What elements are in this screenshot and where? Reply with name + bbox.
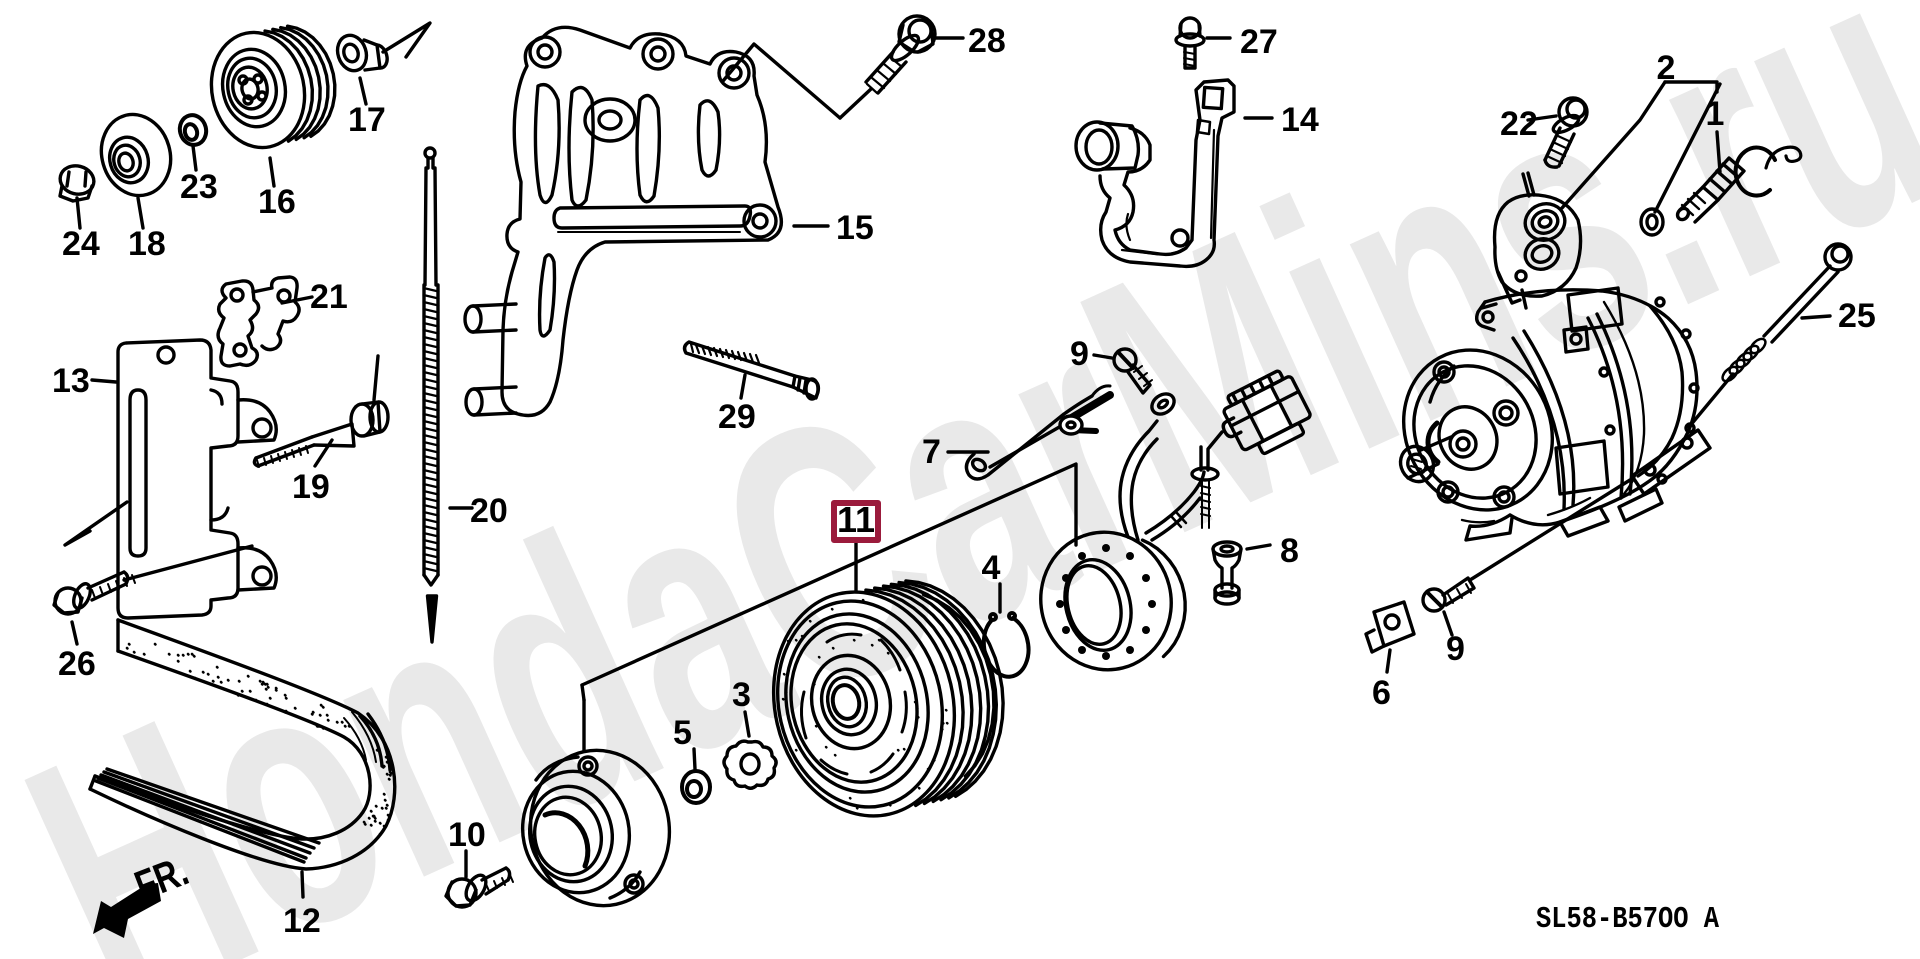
svg-text:15: 15 bbox=[836, 209, 874, 247]
svg-text:4: 4 bbox=[982, 549, 1001, 587]
svg-text:16: 16 bbox=[258, 183, 296, 221]
svg-text:19: 19 bbox=[292, 468, 330, 506]
svg-text:20: 20 bbox=[470, 492, 508, 530]
svg-text:26: 26 bbox=[58, 645, 96, 683]
svg-text:23: 23 bbox=[180, 168, 218, 206]
svg-text:1: 1 bbox=[1706, 95, 1725, 133]
svg-text:9: 9 bbox=[1446, 630, 1465, 668]
svg-text:17: 17 bbox=[348, 101, 386, 139]
svg-text:5: 5 bbox=[673, 714, 692, 752]
svg-text:9: 9 bbox=[1070, 335, 1089, 373]
svg-text:SL58-B57OO A: SL58-B57OO A bbox=[1536, 902, 1719, 937]
svg-text:14: 14 bbox=[1281, 101, 1319, 139]
svg-text:10: 10 bbox=[448, 816, 486, 854]
svg-text:8: 8 bbox=[1280, 532, 1299, 570]
svg-text:12: 12 bbox=[283, 902, 321, 940]
svg-text:28: 28 bbox=[968, 22, 1006, 60]
svg-text:11: 11 bbox=[837, 499, 875, 540]
svg-text:27: 27 bbox=[1240, 23, 1278, 61]
svg-text:13: 13 bbox=[52, 362, 90, 400]
svg-text:7: 7 bbox=[922, 433, 941, 471]
svg-text:18: 18 bbox=[128, 225, 166, 263]
svg-text:3: 3 bbox=[732, 676, 751, 714]
svg-text:24: 24 bbox=[62, 225, 100, 263]
svg-text:29: 29 bbox=[718, 398, 756, 436]
svg-text:25: 25 bbox=[1838, 297, 1876, 335]
svg-text:21: 21 bbox=[310, 278, 348, 316]
svg-text:22: 22 bbox=[1500, 105, 1538, 143]
svg-text:2: 2 bbox=[1657, 49, 1676, 87]
svg-text:6: 6 bbox=[1372, 674, 1391, 712]
